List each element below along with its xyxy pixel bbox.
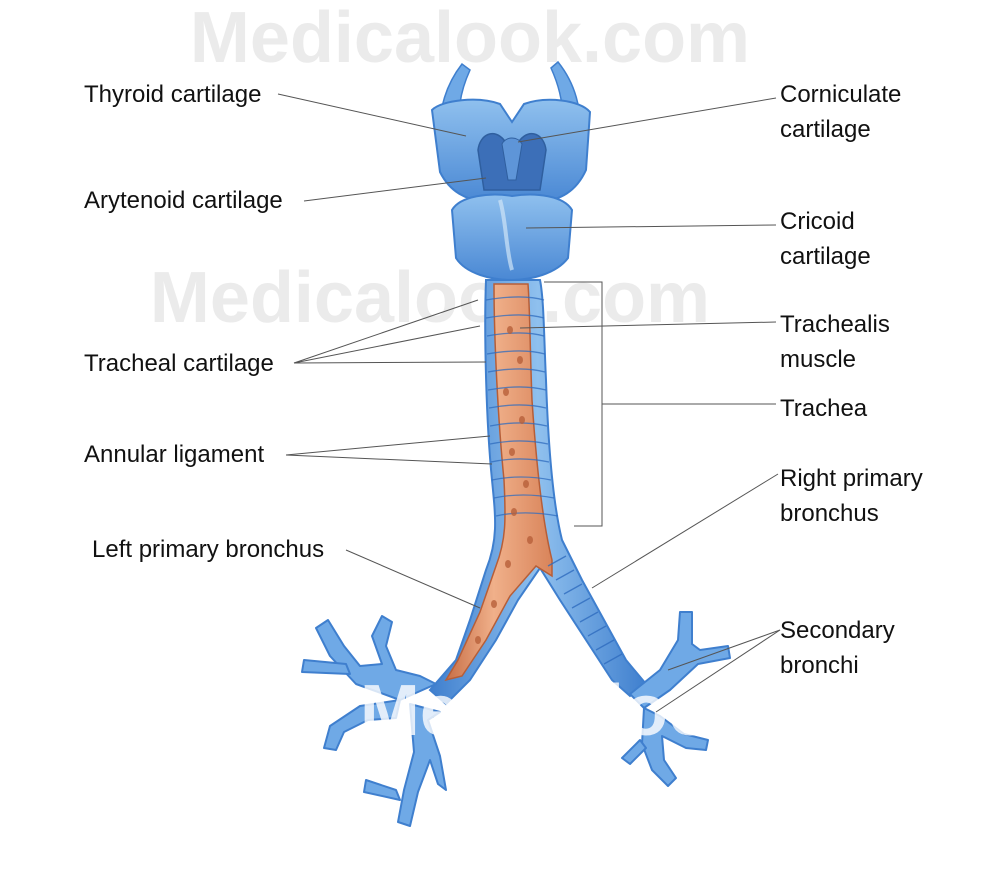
leader-arytenoid	[303, 177, 487, 202]
trachea-tube	[428, 279, 648, 706]
leader-tracheal-3	[293, 361, 487, 364]
leader-trachealis	[519, 321, 777, 329]
label-cricoid-cartilage: Cricoid cartilage	[780, 204, 871, 274]
label-cricoid-line1: Cricoid	[780, 208, 855, 235]
label-trachealis-muscle: Trachealis muscle	[780, 307, 890, 377]
trachealis-muscle-shape	[444, 283, 553, 682]
larynx	[430, 60, 592, 282]
cricoid-cartilage-shape	[450, 193, 574, 282]
watermark-middle: Medicalook.com	[150, 258, 710, 338]
leader-thyroid	[277, 93, 467, 137]
label-right-primary-line1: Right primary	[780, 465, 923, 492]
leader-annular-2	[285, 454, 493, 465]
leader-tracheal-2	[293, 325, 481, 364]
label-trachealis-line2: muscle	[780, 346, 857, 373]
label-thyroid-cartilage: Thyroid cartilage	[84, 81, 262, 108]
label-corniculate-line2: cartilage	[780, 116, 871, 143]
label-tracheal-cartilage: Tracheal cartilage	[84, 350, 274, 377]
right-secondary-bronchi	[621, 611, 731, 787]
label-secondary-bronchi: Secondary bronchi	[780, 613, 895, 683]
label-cricoid-line2: cartilage	[780, 243, 871, 270]
label-trachea: Trachea	[780, 395, 868, 422]
leader-lines	[277, 93, 781, 713]
leader-cricoid	[525, 224, 777, 229]
watermark-top: Medicalook.com	[190, 0, 750, 78]
label-right-primary-line2: bronchus	[780, 500, 879, 527]
label-secondary-line2: bronchi	[780, 652, 859, 679]
label-trachealis-line1: Trachealis	[780, 311, 890, 338]
label-corniculate-line1: Corniculate	[780, 81, 902, 108]
watermark-bottom: Medicalook.com	[360, 671, 920, 751]
leader-right-primary	[591, 473, 779, 589]
label-secondary-line1: Secondary	[780, 617, 895, 644]
leader-corniculate	[517, 97, 777, 143]
leader-tracheal-1	[293, 299, 479, 364]
leader-left-primary	[345, 549, 481, 609]
label-left-primary-bronchus: Left primary bronchus	[92, 536, 325, 563]
left-secondary-bronchi	[301, 615, 447, 827]
leader-annular-1	[285, 435, 491, 456]
label-corniculate-cartilage: Corniculate cartilage	[780, 77, 901, 147]
corniculate-cartilage-shape	[501, 137, 523, 181]
label-right-primary-bronchus: Right primary bronchus	[780, 461, 923, 531]
label-annular-ligament: Annular ligament	[84, 441, 265, 468]
label-arytenoid-cartilage: Arytenoid cartilage	[84, 187, 283, 214]
leader-secondary-2	[655, 629, 781, 713]
leader-secondary-1	[667, 629, 781, 671]
